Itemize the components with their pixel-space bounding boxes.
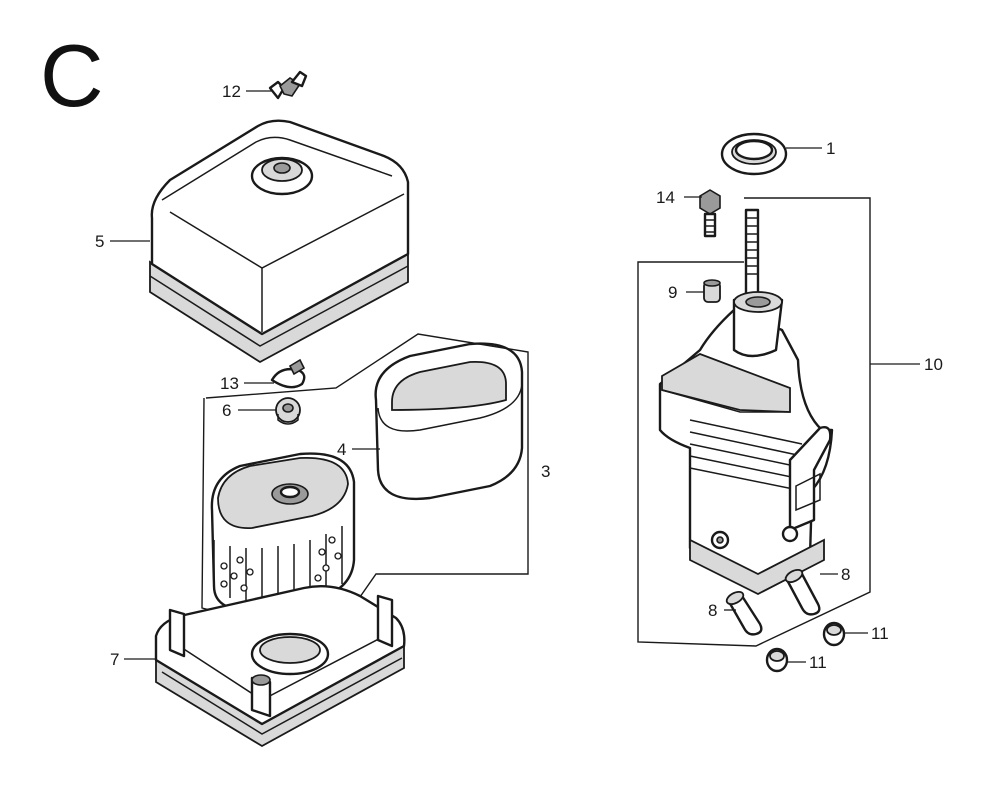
part-11-cap-left: [765, 647, 789, 673]
callout-12: 12: [222, 82, 241, 101]
part-10-group-bracket: [637, 197, 871, 647]
part-6-nut: [275, 397, 301, 425]
leader-lines: [110, 90, 920, 663]
callout-3: 3: [541, 462, 550, 481]
callout-8-right: 8: [841, 565, 850, 584]
callout-11-left: 11: [809, 653, 827, 672]
part-5-air-cleaner-cover: [149, 119, 410, 364]
callout-7: 7: [110, 650, 119, 669]
part-11-cap-right: [822, 621, 846, 647]
part-7-air-cleaner-base: [154, 585, 406, 748]
part-12-wing-nut: [268, 70, 308, 100]
callout-10: 10: [924, 355, 943, 374]
part-14-bolt: [699, 189, 721, 238]
part-8-tube-right: [784, 568, 821, 616]
part-8-tube-left: [725, 590, 763, 636]
part-13-clip: [270, 358, 306, 389]
callout-labels: 12 5 13 6 4 3 7 1 14 9 10 8 8 11 11: [95, 82, 943, 672]
part-9-collar: [703, 279, 721, 303]
part-4-foam-element: [374, 342, 524, 501]
callout-1: 1: [826, 139, 835, 158]
part-1-gasket: [720, 132, 788, 176]
callout-11-right: 11: [871, 624, 889, 643]
callout-5: 5: [95, 232, 104, 251]
callout-4: 4: [337, 440, 346, 459]
part-10-air-cleaner-case: [658, 208, 834, 596]
section-letter: C: [40, 26, 104, 125]
callout-8-left: 8: [708, 601, 717, 620]
callout-14: 14: [656, 188, 675, 207]
callout-9: 9: [668, 283, 677, 302]
callout-13: 13: [220, 374, 239, 393]
callout-6: 6: [222, 401, 231, 420]
